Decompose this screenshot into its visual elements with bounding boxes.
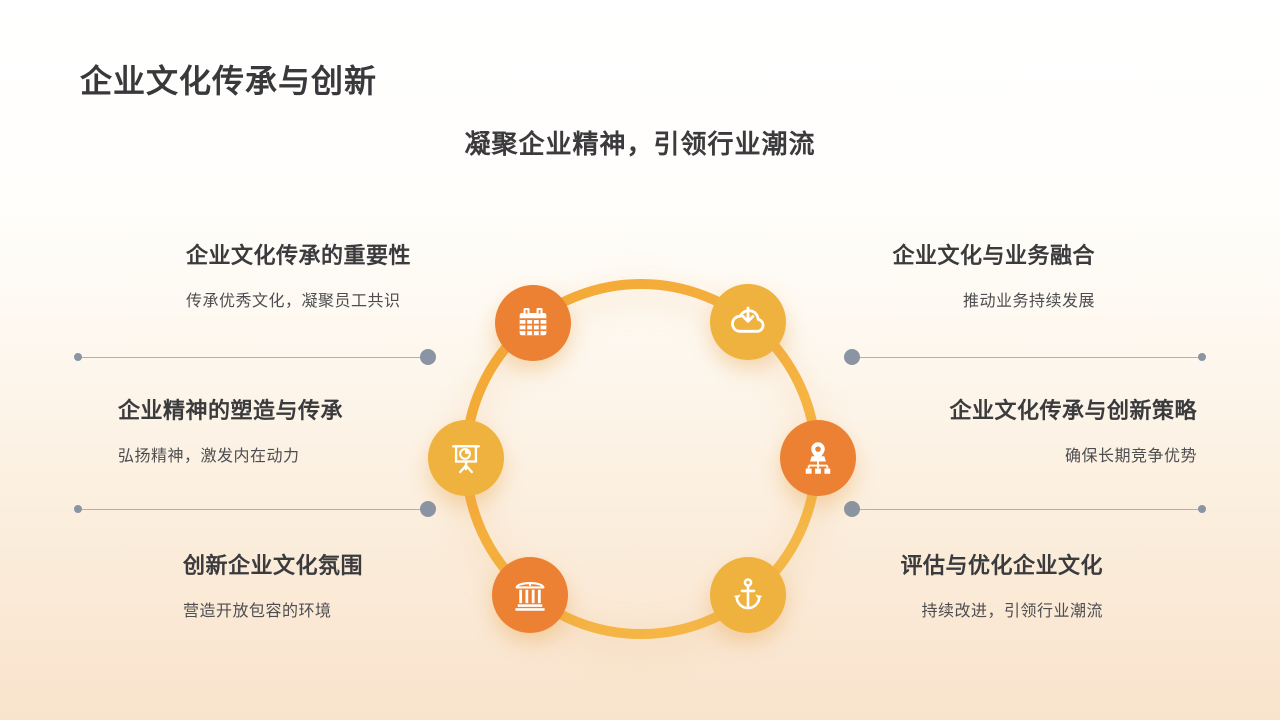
calendar-icon [495,285,571,361]
item-description: 弘扬精神，激发内在动力 [118,448,300,465]
connector-line-right-1 [844,349,1206,365]
list-item-business-integration: 企业文化与业务融合 推动业务持续发展 [892,238,1095,311]
item-heading: 评估与优化企业文化 [900,553,1103,578]
list-item-innovative-atmosphere: 创新企业文化氛围 营造开放包容的环境 [183,548,363,621]
connector-line-left-2 [74,501,436,517]
item-heading: 创新企业文化氛围 [183,553,364,578]
presentation-chart-icon [428,420,504,496]
list-item-culture-inheritance: 企业文化传承的重要性 传承优秀文化，凝聚员工共识 [186,238,411,311]
page-title: 企业文化传承与创新 [80,63,378,99]
item-heading: 企业精神的塑造与传承 [118,398,344,423]
item-description: 营造开放包容的环境 [183,603,332,620]
list-item-spirit-shaping: 企业精神的塑造与传承 弘扬精神，激发内在动力 [118,393,343,466]
item-description: 传承优秀文化，凝聚员工共识 [186,293,401,310]
list-item-innovation-strategy: 企业文化传承与创新策略 确保长期竞争优势 [949,393,1197,466]
item-heading: 企业文化与业务融合 [892,243,1095,268]
connector-line-right-2 [844,501,1206,517]
connector-line-left-1 [74,349,436,365]
item-heading: 企业文化传承与创新策略 [949,398,1197,423]
bank-icon [492,557,568,633]
page-subtitle: 凝聚企业精神，引领行业潮流 [464,129,816,159]
cloud-download-icon [710,284,786,360]
item-description: 持续改进，引领行业潮流 [921,603,1103,620]
item-description: 推动业务持续发展 [962,293,1095,310]
list-item-evaluate-optimize: 评估与优化企业文化 持续改进，引领行业潮流 [900,548,1103,621]
item-description: 确保长期竞争优势 [1064,448,1197,465]
location-network-icon [780,420,856,496]
item-heading: 企业文化传承的重要性 [186,243,412,268]
anchor-icon [710,557,786,633]
